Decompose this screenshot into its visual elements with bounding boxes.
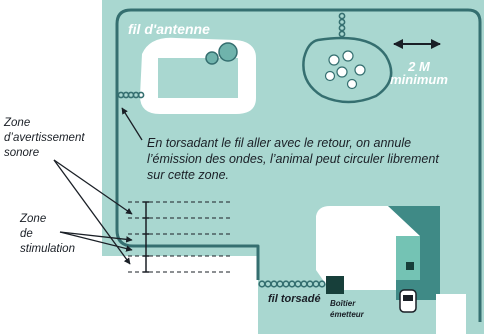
twisted-wire-label: fil torsadé — [268, 293, 321, 305]
swimming-pool — [140, 37, 256, 114]
twisted-explanation-line-3: sur cette zone. — [147, 168, 229, 182]
twisted-wire-pool-segment — [117, 91, 145, 99]
transmitter-box — [326, 276, 344, 294]
antenna-wire-loop — [115, 8, 482, 322]
stimulation-zone-label-line-2: de — [20, 228, 33, 240]
explanation-pointer-arrow — [121, 107, 143, 141]
house — [316, 206, 466, 334]
shrub-icon — [218, 42, 238, 62]
stimulation-zone-label-line-3: stimulation — [20, 243, 75, 255]
zone-width-marker — [143, 201, 149, 273]
warning-zone-label-line-2: d’avertissement — [4, 132, 85, 144]
stimulation-zone-label-line-1: Zone — [19, 213, 46, 225]
twisted-explanation-line-1: En torsadant le fil aller avec le retour… — [147, 136, 411, 150]
wall-outlet-icon — [406, 262, 414, 270]
flower-bed — [302, 12, 393, 104]
twisted-explanation-line-2: l’émission des ondes, l’animal peut circ… — [147, 152, 439, 166]
warning-zone-label-line-1: Zone — [3, 117, 30, 129]
stimulation-zone-arrows — [59, 231, 133, 252]
shrub-icon — [205, 51, 219, 65]
garage-floor — [396, 236, 420, 280]
driveway — [436, 294, 466, 334]
warning-zone-label-line-3: sonore — [4, 147, 39, 159]
distance-value-label: 2 M — [407, 59, 431, 74]
flower-icon — [324, 50, 366, 90]
twisted-wire-flowerbed-segment — [338, 12, 346, 38]
garage-wall — [388, 206, 440, 300]
car-icon — [399, 289, 417, 313]
transmitter-label-line-2: émetteur — [330, 310, 365, 319]
distance-caption-label: minimum — [390, 72, 448, 87]
antenna-wire-label: fil d'antenne — [128, 21, 210, 37]
twisted-wire-segment — [258, 280, 326, 288]
transmitter-label-line-1: Boîtier — [330, 299, 356, 308]
